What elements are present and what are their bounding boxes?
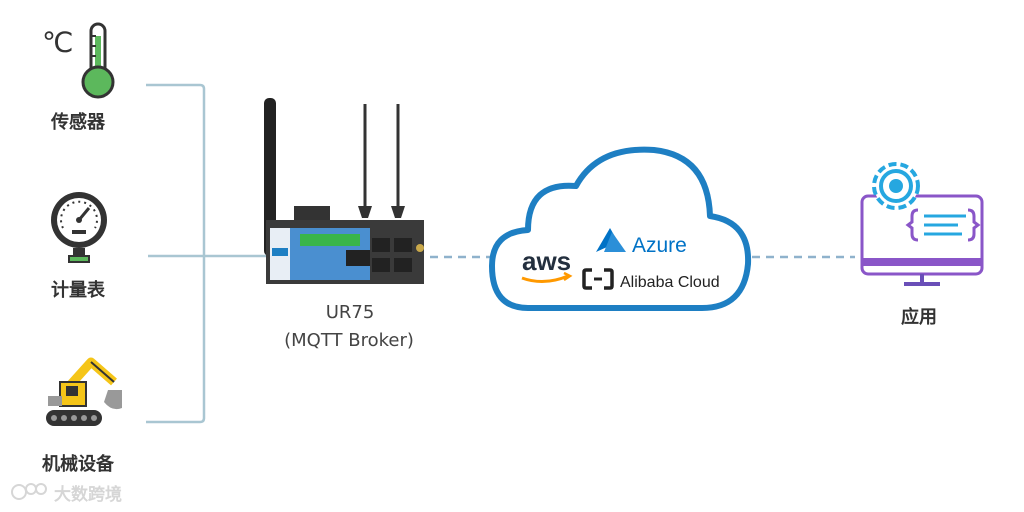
alibaba-cloud-logo: Alibaba Cloud	[620, 274, 720, 291]
thermometer-icon: ℃	[42, 22, 115, 99]
meter-label: 计量表	[51, 280, 105, 301]
pressure-gauge-icon	[51, 192, 107, 263]
azure-logo: Azure	[632, 234, 687, 257]
router-name: UR75	[325, 302, 375, 323]
watermark: 大数跨境	[10, 480, 122, 505]
alibaba-icon	[582, 268, 614, 290]
router-icon	[264, 98, 424, 284]
watermark-logo-icon	[11, 483, 47, 500]
application-label: 应用	[901, 307, 937, 328]
cloud-icon: aws Azure Alibaba Cloud	[489, 146, 752, 311]
machinery-label: 机械设备	[42, 454, 114, 475]
monitor-gear-icon	[860, 162, 984, 286]
svg-text:℃: ℃	[42, 26, 73, 59]
watermark-text: 大数跨境	[54, 484, 122, 505]
router-subtitle: (MQTT Broker)	[284, 330, 414, 351]
sensor-label: 传感器	[51, 112, 105, 133]
device-bracket-line	[146, 83, 206, 424]
aws-logo: aws	[522, 246, 571, 276]
excavator-icon	[46, 357, 122, 426]
